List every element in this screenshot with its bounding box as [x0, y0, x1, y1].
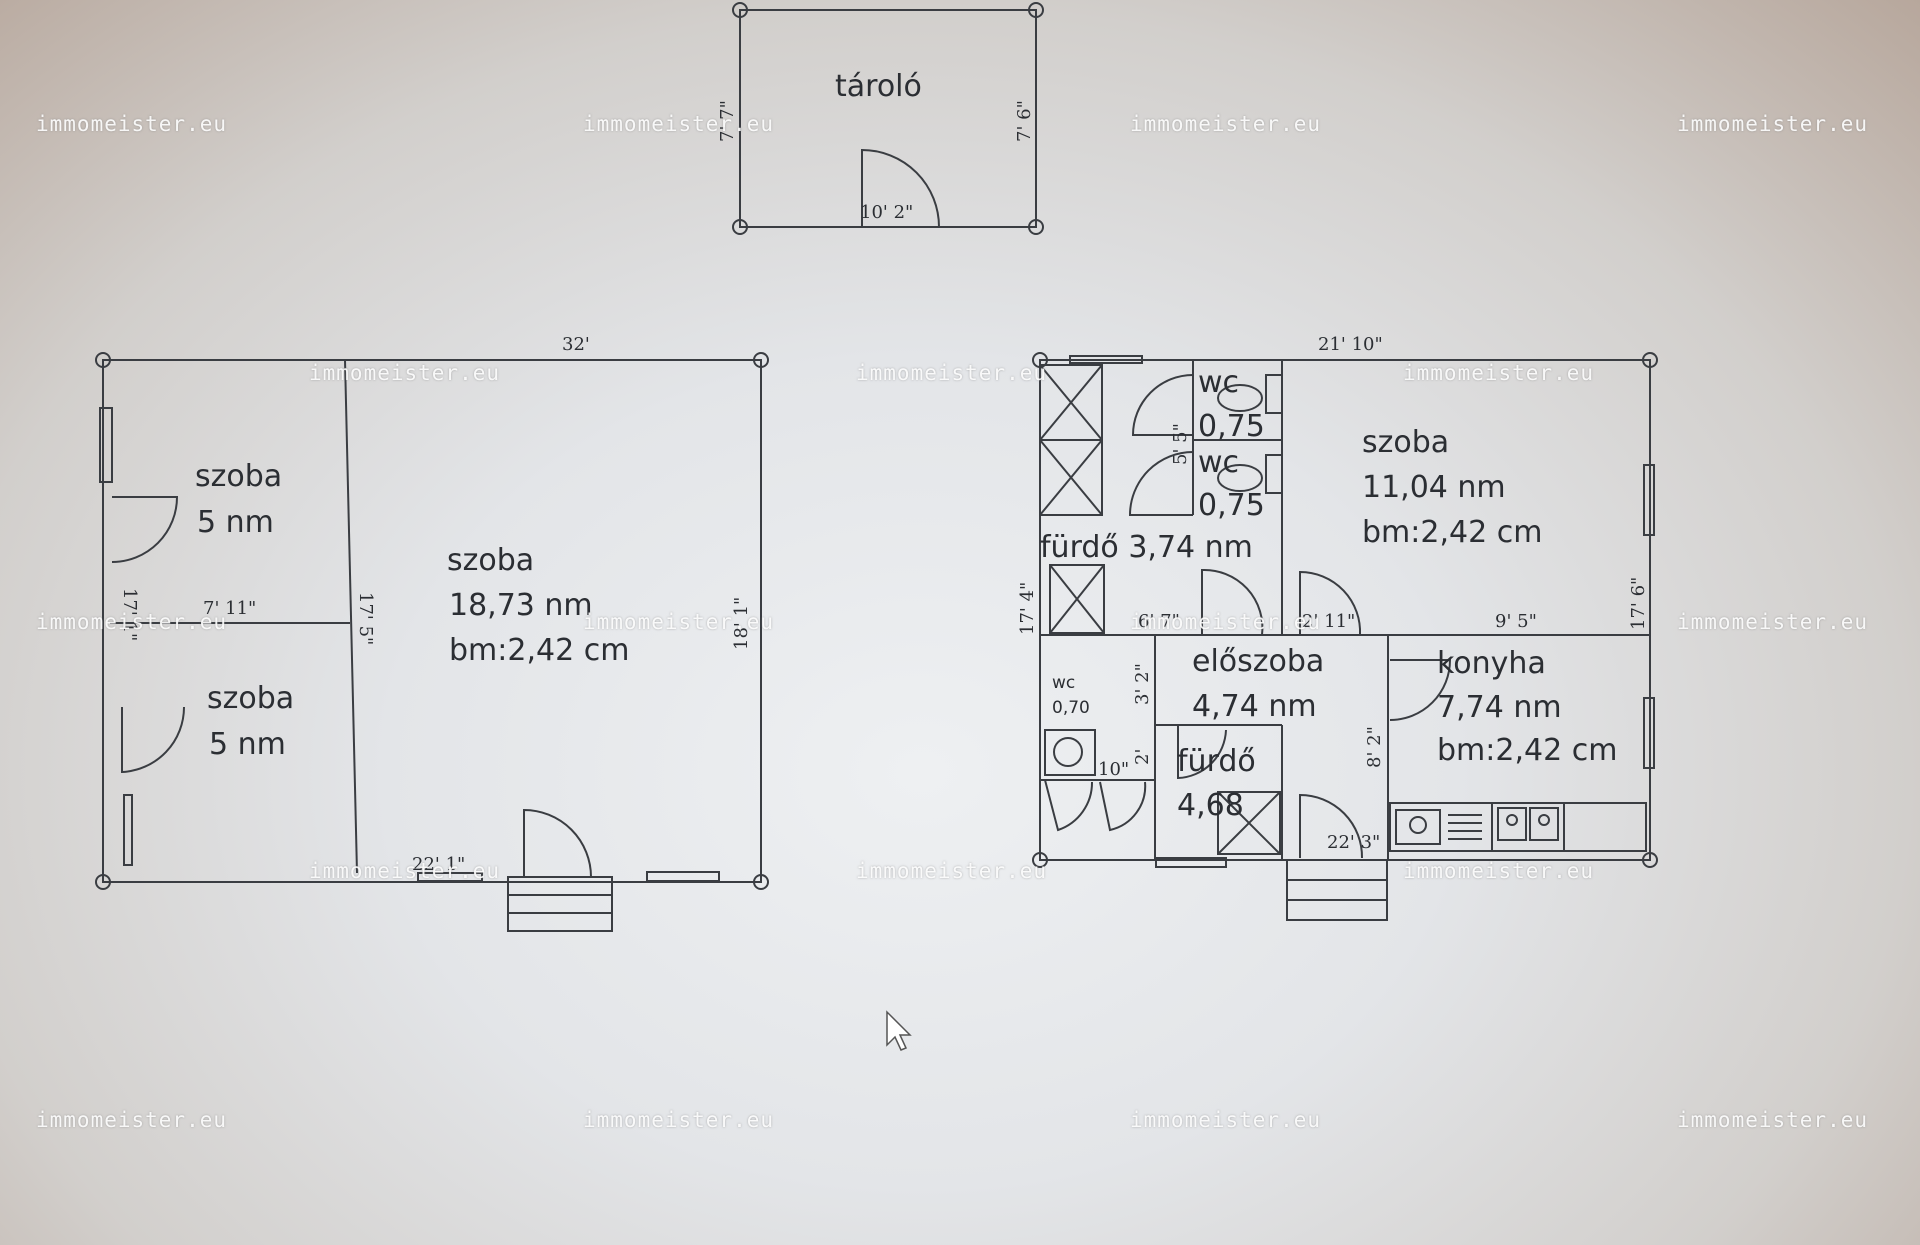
window-bottom-left — [417, 872, 483, 882]
watermark: immomeister.eu — [1130, 1108, 1322, 1132]
watermark: immomeister.eu — [583, 112, 775, 136]
window-right-a — [1643, 464, 1655, 536]
dim-kitchen-side: 8' 2" — [1364, 726, 1385, 768]
toilet-fixtures — [1044, 374, 1283, 776]
watermark: immomeister.eu — [856, 859, 1048, 883]
watermark: immomeister.eu — [36, 1108, 228, 1132]
dim-main-room-right: 18' 1" — [731, 597, 752, 650]
door-hall-entry — [1299, 793, 1364, 859]
wc3-name: wc — [1052, 673, 1075, 693]
dim-kitchen-top: 9' 5" — [1495, 611, 1537, 632]
dim-left-side: 17' 1" — [119, 588, 140, 641]
szoba-b-name: szoba — [207, 681, 294, 716]
dim-tarolo-left: 7' 7" — [717, 100, 738, 142]
watermark: immomeister.eu — [1677, 112, 1869, 136]
wc2-area: 0,75 — [1198, 488, 1265, 523]
watermark: immomeister.eu — [1130, 610, 1322, 634]
szoba-right-height: bm:2,42 cm — [1362, 515, 1542, 550]
konyha-name: konyha — [1437, 646, 1546, 681]
dim-bottom-left: 22' 1" — [412, 854, 465, 875]
window-left-a — [99, 407, 113, 483]
door-wc3 — [1044, 779, 1094, 832]
eloszoba-area: 4,74 nm — [1192, 689, 1317, 724]
konyha-height: bm:2,42 cm — [1437, 733, 1617, 768]
bath-fixtures — [1039, 364, 1281, 855]
wc1-area: 0,75 — [1198, 409, 1265, 444]
furdo1-label: fürdő 3,74 nm — [1040, 530, 1253, 565]
watermark: immomeister.eu — [36, 610, 228, 634]
watermark: immomeister.eu — [309, 361, 501, 385]
eloszoba-name: előszoba — [1192, 644, 1324, 679]
dim-hall-small: 2' — [1132, 749, 1153, 765]
dim-right-block-left: 17' 4" — [1017, 582, 1038, 635]
wc3-area: 0,70 — [1052, 698, 1090, 718]
szoba-main-area: 18,73 nm — [449, 588, 593, 623]
tarolo-outline — [739, 9, 1037, 228]
door-szoba-right — [1299, 570, 1362, 636]
door-szoba-a — [111, 496, 179, 563]
steps-right — [1286, 859, 1388, 921]
window-bottom-right — [1155, 857, 1227, 868]
tarolo-label: tároló — [835, 69, 922, 104]
door-bath2-a — [1099, 781, 1147, 832]
dim-right-side: 17' 6" — [1628, 577, 1649, 630]
door-bath1 — [1201, 568, 1264, 636]
watermark: immomeister.eu — [1677, 1108, 1869, 1132]
dim-hall-top-a: 6' 7" — [1138, 611, 1180, 632]
door-kitchen — [1389, 659, 1452, 721]
door-wc2 — [1128, 451, 1194, 516]
szoba-a-name: szoba — [195, 459, 282, 494]
corner-markers — [95, 2, 1658, 890]
dim-bottom-right: 22' 3" — [1327, 832, 1380, 853]
dim-wc-height: 5' 5" — [1170, 423, 1191, 465]
dim-top-right: 21' 10" — [1318, 334, 1383, 355]
furdo2-area: 4,68 — [1177, 788, 1244, 823]
kitchen-counter — [1389, 802, 1647, 852]
door-main-entry — [523, 808, 592, 878]
szoba-main-height: bm:2,42 cm — [449, 633, 629, 668]
watermark: immomeister.eu — [1403, 361, 1595, 385]
wc2-name: wc — [1198, 445, 1239, 480]
door-tarolo — [861, 148, 940, 228]
watermark: immomeister.eu — [1130, 112, 1322, 136]
door-szoba-b — [121, 706, 186, 774]
szoba-a-area: 5 nm — [197, 505, 274, 540]
mouse-cursor-icon — [886, 1010, 912, 1051]
watermark: immomeister.eu — [583, 1108, 775, 1132]
dim-room-divider-v: 17' 5" — [355, 592, 376, 645]
left-room-divider-v — [344, 359, 358, 874]
watermark: immomeister.eu — [309, 859, 501, 883]
door-wc1 — [1131, 374, 1194, 436]
dim-wc3-height: 3' 2" — [1132, 663, 1153, 705]
dim-tarolo-bottom: 10' 2" — [860, 202, 913, 223]
dim-top-left: 32' — [562, 334, 590, 355]
window-bottom-mid — [646, 871, 720, 882]
wc1-name: wc — [1198, 365, 1239, 400]
window-right-b — [1643, 697, 1655, 769]
window-top-right — [1069, 355, 1143, 364]
window-left-b — [123, 794, 133, 866]
dim-wc3-width: 10" — [1098, 759, 1129, 780]
watermark: immomeister.eu — [856, 361, 1048, 385]
szoba-main-name: szoba — [447, 543, 534, 578]
furdo2-name: fürdő — [1177, 744, 1256, 779]
watermark: immomeister.eu — [1677, 610, 1869, 634]
dim-room-divider-h: 7' 11" — [203, 598, 256, 619]
konyha-area: 7,74 nm — [1437, 690, 1562, 725]
steps-left — [507, 876, 613, 932]
watermark: immomeister.eu — [1403, 859, 1595, 883]
szoba-right-area: 11,04 nm — [1362, 470, 1506, 505]
watermark: immomeister.eu — [36, 112, 228, 136]
watermark: immomeister.eu — [583, 610, 775, 634]
szoba-b-area: 5 nm — [209, 727, 286, 762]
dim-tarolo-right: 7' 6" — [1014, 100, 1035, 142]
szoba-right-name: szoba — [1362, 425, 1449, 460]
door-bath2-b — [1177, 725, 1227, 780]
dim-hall-top-b: 2' 11" — [1302, 611, 1355, 632]
